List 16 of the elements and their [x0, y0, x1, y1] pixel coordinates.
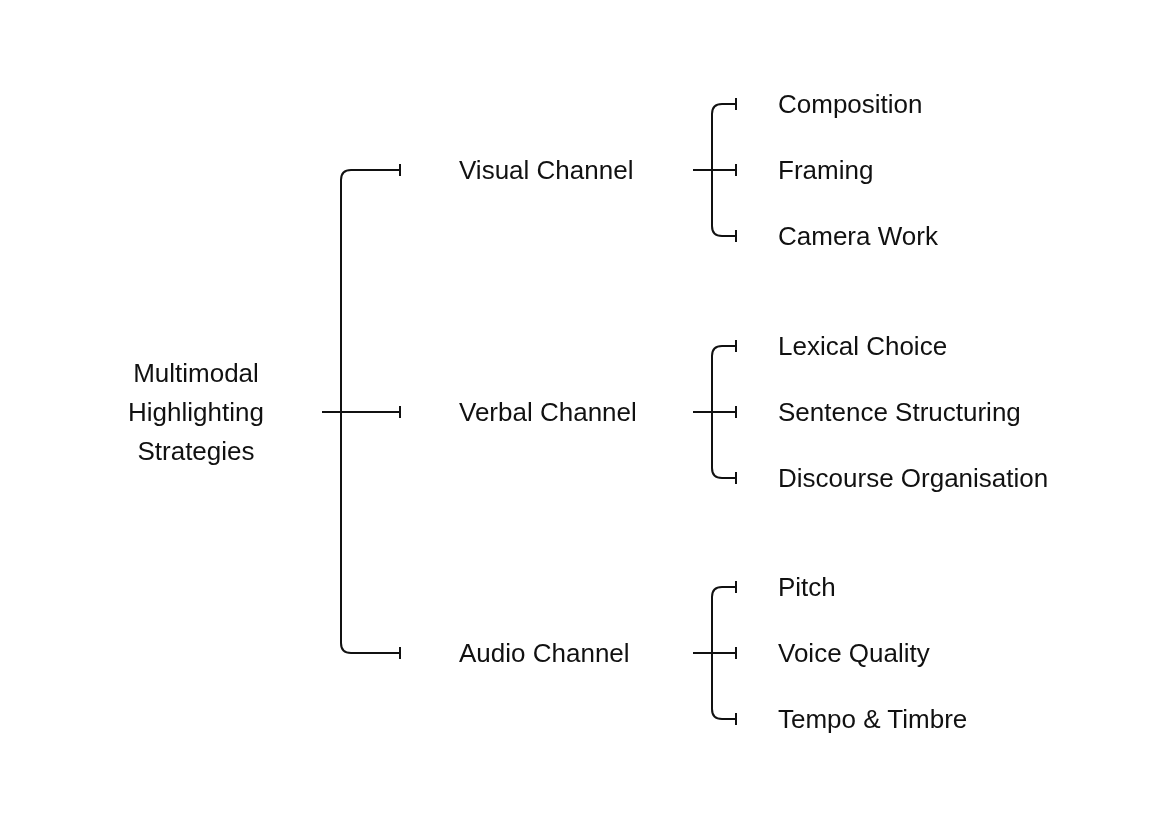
branch-label: Audio Channel [459, 636, 630, 670]
leaf-label: Voice Quality [778, 636, 930, 670]
leaf-label: Composition [778, 87, 923, 121]
leaf-label: Sentence Structuring [778, 395, 1021, 429]
leaf-label: Tempo & Timbre [778, 702, 968, 736]
root-label: Multimodal Highlighting Strategies [127, 356, 265, 468]
bracket-connector [692, 652, 737, 726]
bracket-connector [692, 411, 737, 485]
leaf-label: Lexical Choice [778, 329, 948, 363]
branch-label: Verbal Channel [459, 395, 637, 429]
branch-label: Visual Channel [459, 153, 634, 187]
leaf-label: Discourse Organisation [778, 461, 1049, 495]
leaf-label: Framing [778, 153, 874, 187]
leaf-label: Pitch [778, 570, 836, 604]
bracket-connector [692, 169, 737, 243]
leaf-label: Camera Work [778, 219, 938, 253]
